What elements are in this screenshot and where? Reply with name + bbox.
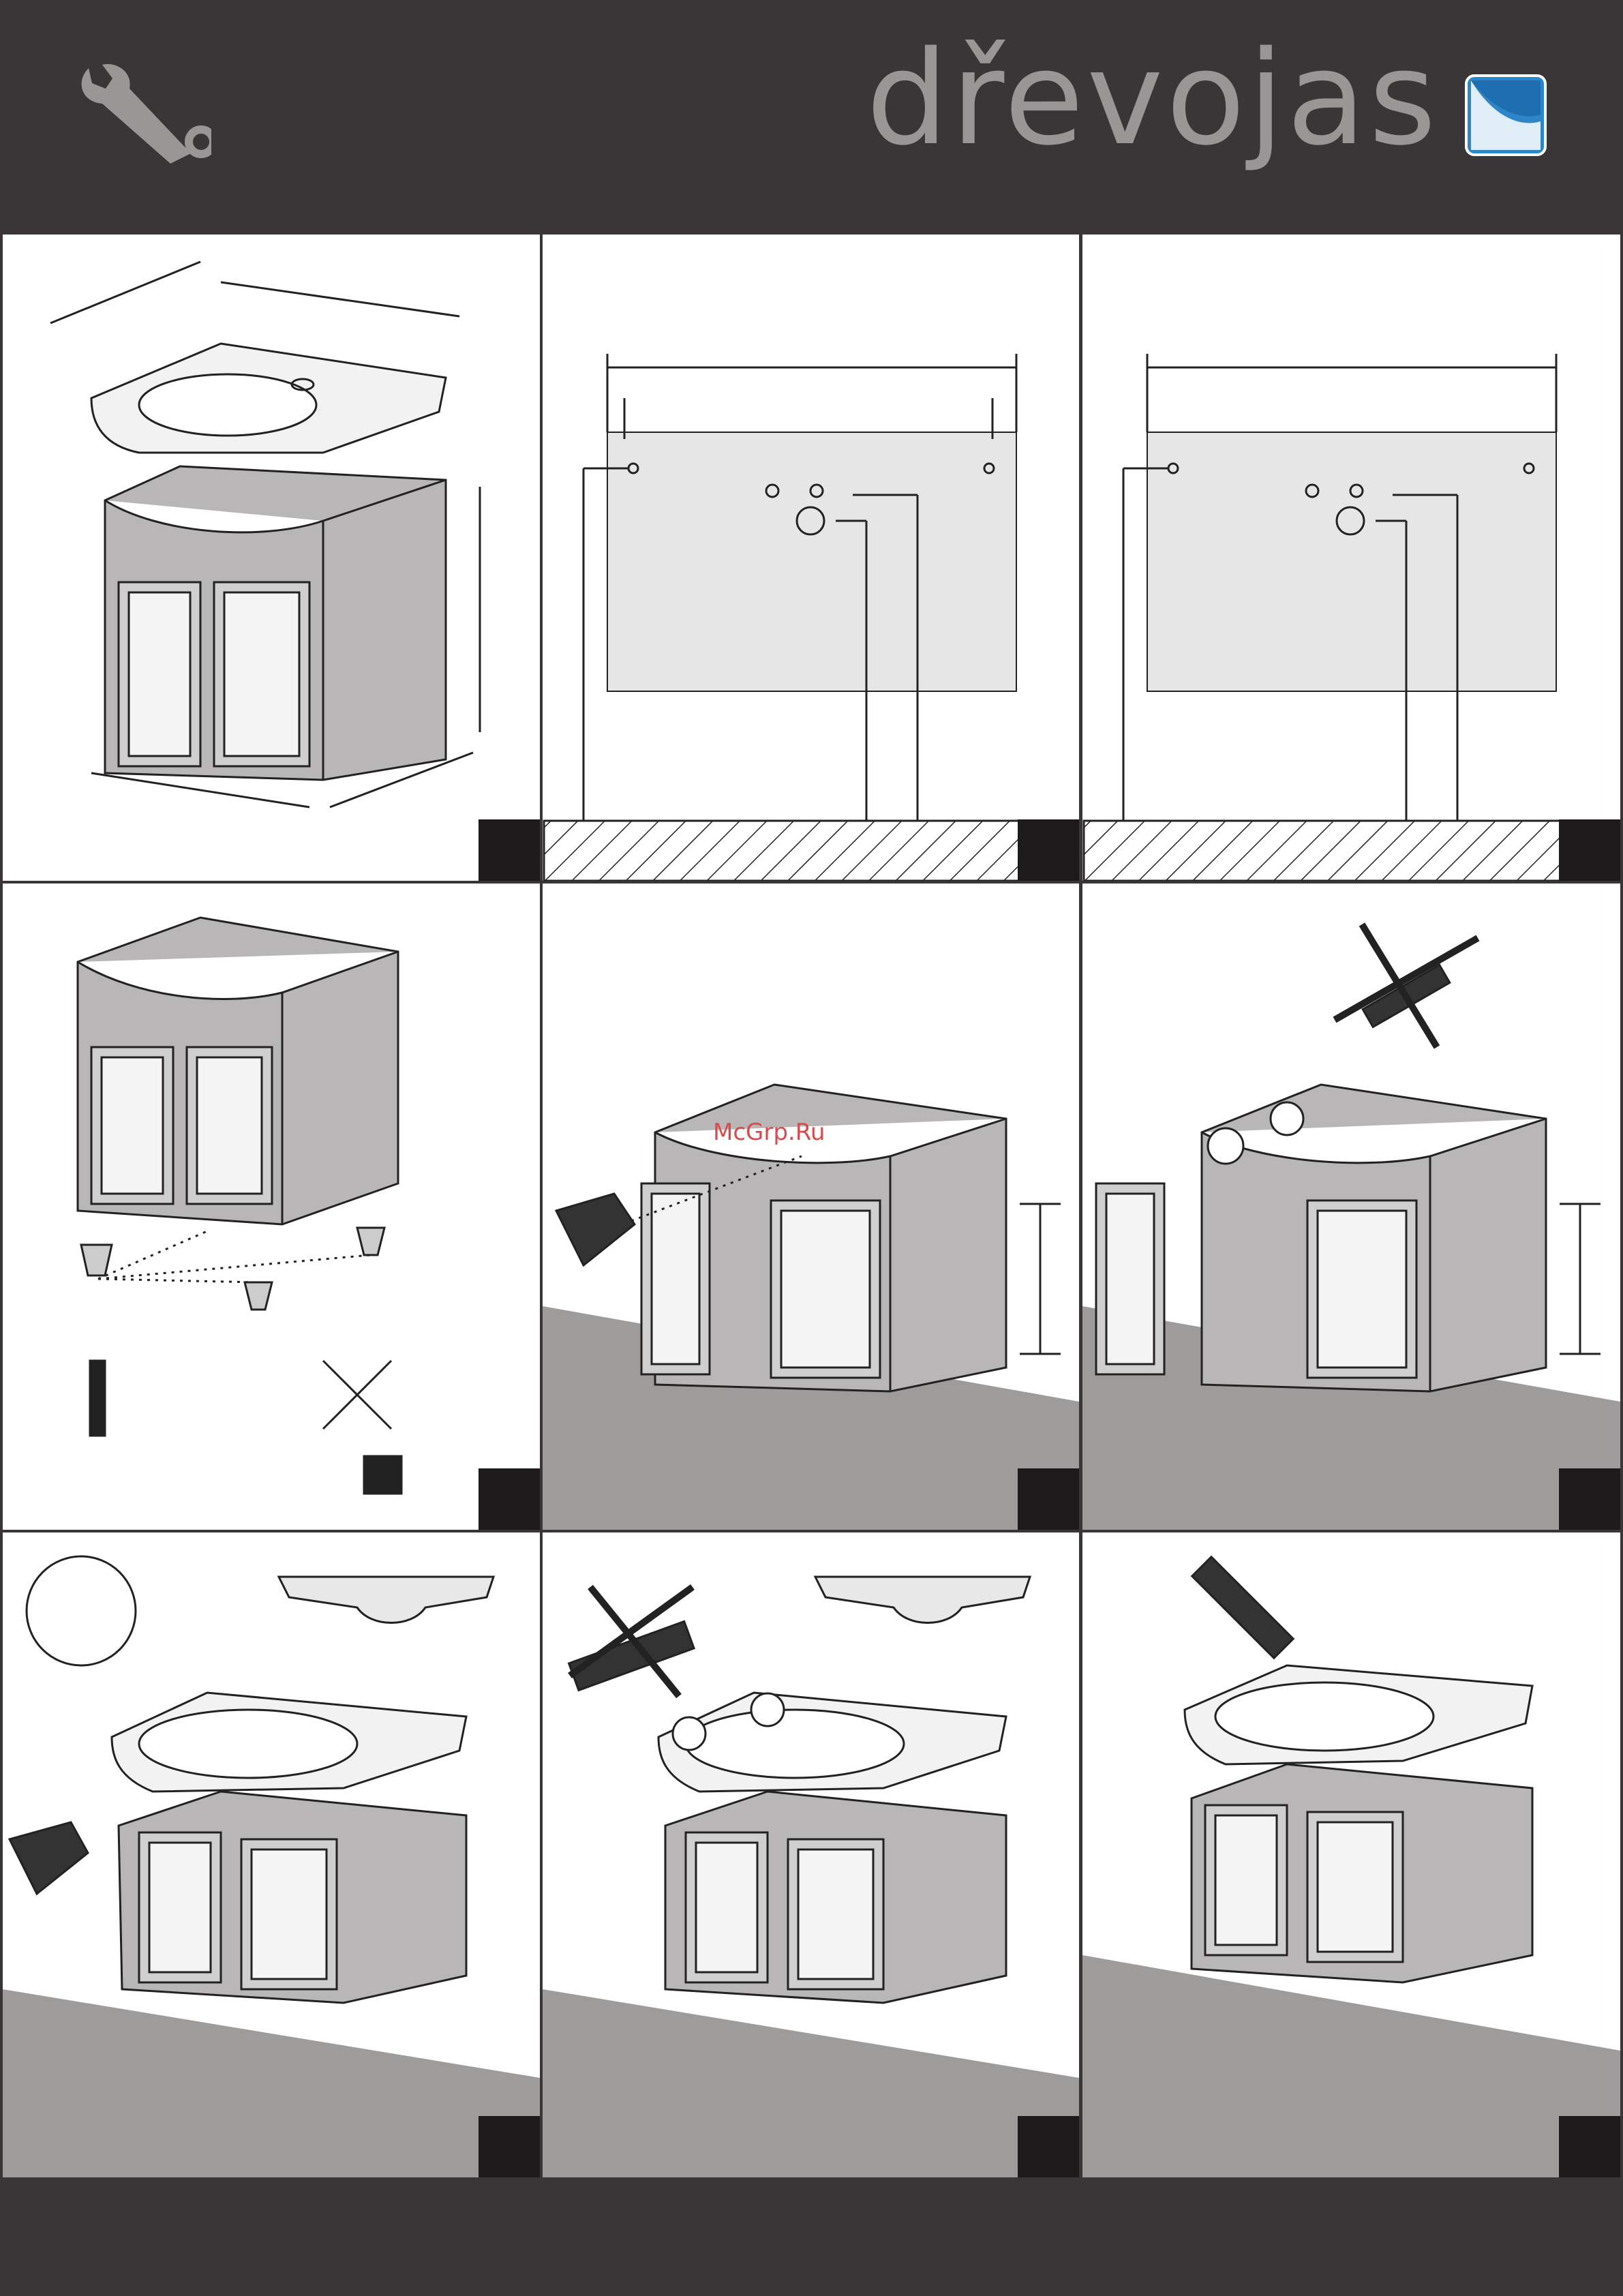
footer <box>0 2180 1623 2296</box>
fix-basin-drawing <box>543 1532 1079 2177</box>
panel-drill-wall: McGrp.Ru <box>543 883 1079 1530</box>
step-marker <box>1559 819 1620 881</box>
step-marker <box>1018 1468 1079 1530</box>
panel-wall-plan-left <box>543 235 1079 881</box>
drill-basin-drawing <box>3 1532 540 2177</box>
step-marker <box>1559 1468 1620 1530</box>
step-marker <box>479 2116 540 2177</box>
fix-cabinet-drawing <box>1082 883 1620 1530</box>
step-marker <box>1559 2116 1620 2177</box>
drill-wall-drawing <box>543 883 1079 1530</box>
step-marker <box>479 1468 540 1530</box>
panel-basin-dimensions <box>3 235 540 881</box>
brand-name: dřevojas <box>866 34 1439 164</box>
panel-seal-basin <box>1082 1532 1620 2177</box>
panel-wall-plan-right <box>1082 235 1620 881</box>
wall-plan-right-drawing <box>1082 235 1620 881</box>
brand-square-logo-icon <box>1464 74 1547 157</box>
panel-fix-cabinet <box>1082 883 1620 1530</box>
panel-fix-basin <box>543 1532 1079 2177</box>
legs-mounting-drawing <box>3 883 540 1530</box>
instruction-grid: McGrp.Ru <box>0 232 1623 2180</box>
header: dřevojas <box>0 0 1623 232</box>
panel-drill-basin <box>3 1532 540 2177</box>
wall-plan-left-drawing <box>543 235 1079 881</box>
step-marker <box>1018 2116 1079 2177</box>
seal-basin-drawing <box>1082 1532 1620 2177</box>
panel-legs-mounting <box>3 883 540 1530</box>
step-marker <box>1018 819 1079 881</box>
watermark: McGrp.Ru <box>713 1119 825 1146</box>
wrench-icon <box>75 61 211 170</box>
basin-cabinet-dimension-drawing <box>3 235 540 881</box>
step-marker <box>479 819 540 881</box>
